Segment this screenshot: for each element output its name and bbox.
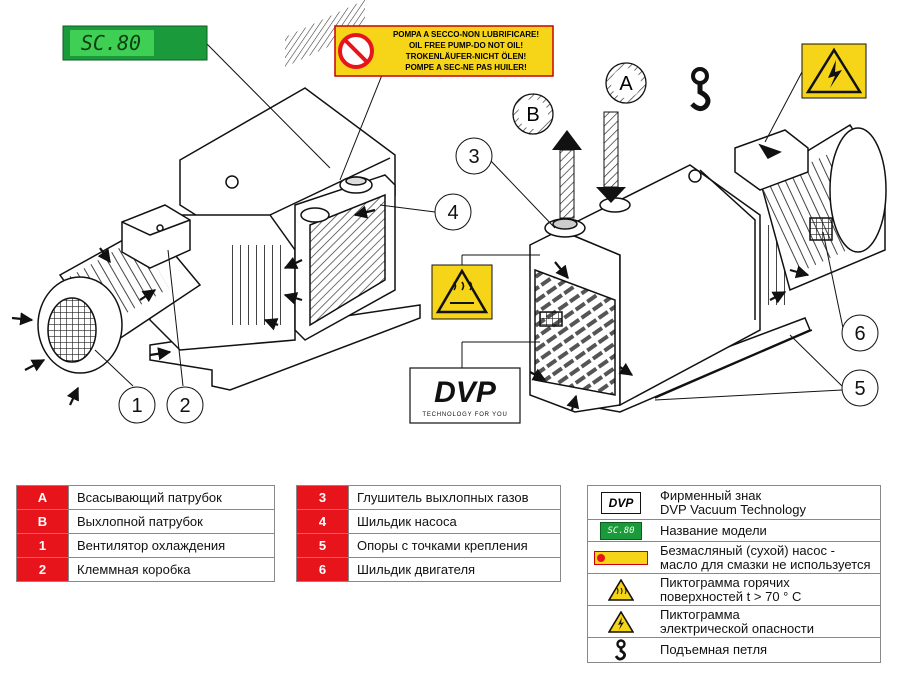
legend-row: Подъемная петля bbox=[588, 638, 880, 662]
legend-label: Выхлопной патрубок bbox=[68, 509, 275, 534]
svg-text:1: 1 bbox=[131, 395, 142, 417]
dvp-logo: DVP TECHNOLOGY FOR YOU bbox=[409, 341, 540, 424]
lifting-hook-icon bbox=[690, 67, 711, 112]
legend-key: A bbox=[16, 485, 69, 510]
callout-a: A bbox=[605, 62, 647, 104]
svg-text:6: 6 bbox=[854, 323, 865, 345]
legend-row: 3 Глушитель выхлопных газов bbox=[296, 485, 561, 510]
callout-5: 5 bbox=[654, 334, 879, 407]
svg-text:OIL FREE PUMP-DO NOT OIL!: OIL FREE PUMP-DO NOT OIL! bbox=[409, 41, 523, 50]
legend-label: Всасывающий патрубок bbox=[68, 485, 275, 510]
svg-text:4: 4 bbox=[447, 202, 458, 224]
callout-6: 6 bbox=[822, 231, 879, 352]
svg-text:TECHNOLOGY FOR YOU: TECHNOLOGY FOR YOU bbox=[422, 412, 507, 418]
svg-text:DVP: DVP bbox=[434, 376, 497, 409]
svg-text:5: 5 bbox=[854, 378, 865, 400]
legend-label: Шильдик насоса bbox=[348, 509, 561, 534]
legend-row: Пиктограмма горячих поверхностей t > 70 … bbox=[588, 574, 880, 606]
oil-free-label: POMPA A SECCO-NON LUBRIFICARE! OIL FREE … bbox=[334, 25, 554, 181]
legend-label: Пиктограмма горячих поверхностей t > 70 … bbox=[660, 574, 802, 604]
legend-row: 6 Шильдик двигателя bbox=[296, 557, 561, 582]
legend-row: A Всасывающий патрубок bbox=[16, 485, 275, 510]
electric-hazard-icon bbox=[588, 610, 654, 633]
legend-label: Глушитель выхлопных газов bbox=[348, 485, 561, 510]
outlet-arrow-b bbox=[552, 130, 582, 219]
legend-table-ports: A Всасывающий патрубок B Выхлопной патру… bbox=[16, 485, 275, 582]
legend-row: DVP Фирменный знак DVP Vacuum Technology bbox=[588, 486, 880, 520]
hot-surface-sign bbox=[431, 254, 540, 320]
legend-key: 5 bbox=[296, 533, 349, 558]
legend-key: 6 bbox=[296, 557, 349, 582]
legend-label: Пиктограмма электрической опасности bbox=[660, 606, 815, 636]
callout-1: 1 bbox=[94, 349, 156, 424]
legend-key: 4 bbox=[296, 509, 349, 534]
svg-text:TROKENLÄUFER-NICHT ÖLEN!: TROKENLÄUFER-NICHT ÖLEN! bbox=[406, 52, 526, 61]
callout-3: 3 bbox=[455, 137, 556, 229]
legend-row: Безмасляный (сухой) насос - масло для см… bbox=[588, 542, 880, 574]
svg-text:B: B bbox=[526, 104, 539, 126]
svg-text:A: A bbox=[619, 73, 633, 95]
svg-text:POMPE A SEC-NE PAS HUILER!: POMPE A SEC-NE PAS HUILER! bbox=[405, 63, 527, 72]
dvp-logo-icon: DVP bbox=[588, 491, 654, 514]
lifting-eye-icon bbox=[588, 639, 654, 661]
svg-text:SC.80: SC.80 bbox=[81, 31, 141, 55]
pump-illustration: A B 1 2 3 4 5 bbox=[11, 0, 887, 424]
model-label: SC.80 bbox=[62, 25, 331, 169]
legend-label: Фирменный знак DVP Vacuum Technology bbox=[660, 487, 806, 517]
legend-key: 1 bbox=[16, 533, 69, 558]
hot-surface-icon bbox=[588, 578, 654, 601]
legend-label: Вентилятор охлаждения bbox=[68, 533, 275, 558]
left-pump bbox=[37, 0, 421, 391]
right-airflow-arrows bbox=[529, 261, 810, 411]
callout-2: 2 bbox=[166, 249, 204, 424]
callout-4: 4 bbox=[379, 193, 472, 231]
legend-row: B Выхлопной патрубок bbox=[16, 509, 275, 534]
legend-key: 3 bbox=[296, 485, 349, 510]
legend-row: SC.80 Название модели bbox=[588, 520, 880, 542]
electric-hazard-sign bbox=[764, 43, 867, 143]
legend-label: Подъемная петля bbox=[660, 642, 768, 657]
legend-row: 2 Клеммная коробка bbox=[16, 557, 275, 582]
legend-key: 2 bbox=[16, 557, 69, 582]
legend-label: Опоры с точками крепления bbox=[348, 533, 561, 558]
inlet-arrow-a bbox=[596, 111, 626, 203]
legend-label: Клеммная коробка bbox=[68, 557, 275, 582]
legend-row: 4 Шильдик насоса bbox=[296, 509, 561, 534]
legend-label: Безмасляный (сухой) насос - масло для см… bbox=[660, 542, 871, 572]
callout-b: B bbox=[512, 93, 554, 135]
legend-row: Пиктограмма электрической опасности bbox=[588, 606, 880, 638]
model-tag-icon: SC.80 bbox=[588, 521, 654, 540]
legend-label: Название модели bbox=[660, 522, 767, 538]
legend-row: 5 Опоры с точками крепления bbox=[296, 533, 561, 558]
oil-free-label-icon bbox=[588, 550, 654, 565]
legend-table-symbols: DVP Фирменный знак DVP Vacuum Technology… bbox=[587, 485, 881, 663]
legend-key: B bbox=[16, 509, 69, 534]
legend-label: Шильдик двигателя bbox=[348, 557, 561, 582]
legend-row: 1 Вентилятор охлаждения bbox=[16, 533, 275, 558]
left-airflow-arrows bbox=[11, 205, 376, 406]
svg-text:2: 2 bbox=[179, 395, 190, 417]
svg-text:DVP: DVP bbox=[609, 496, 635, 510]
svg-text:3: 3 bbox=[468, 146, 479, 168]
legend-table-parts: 3 Глушитель выхлопных газов 4 Шильдик на… bbox=[296, 485, 561, 582]
svg-text:POMPA A SECCO-NON LUBRIFICARE!: POMPA A SECCO-NON LUBRIFICARE! bbox=[393, 30, 539, 39]
right-pump bbox=[529, 123, 887, 413]
